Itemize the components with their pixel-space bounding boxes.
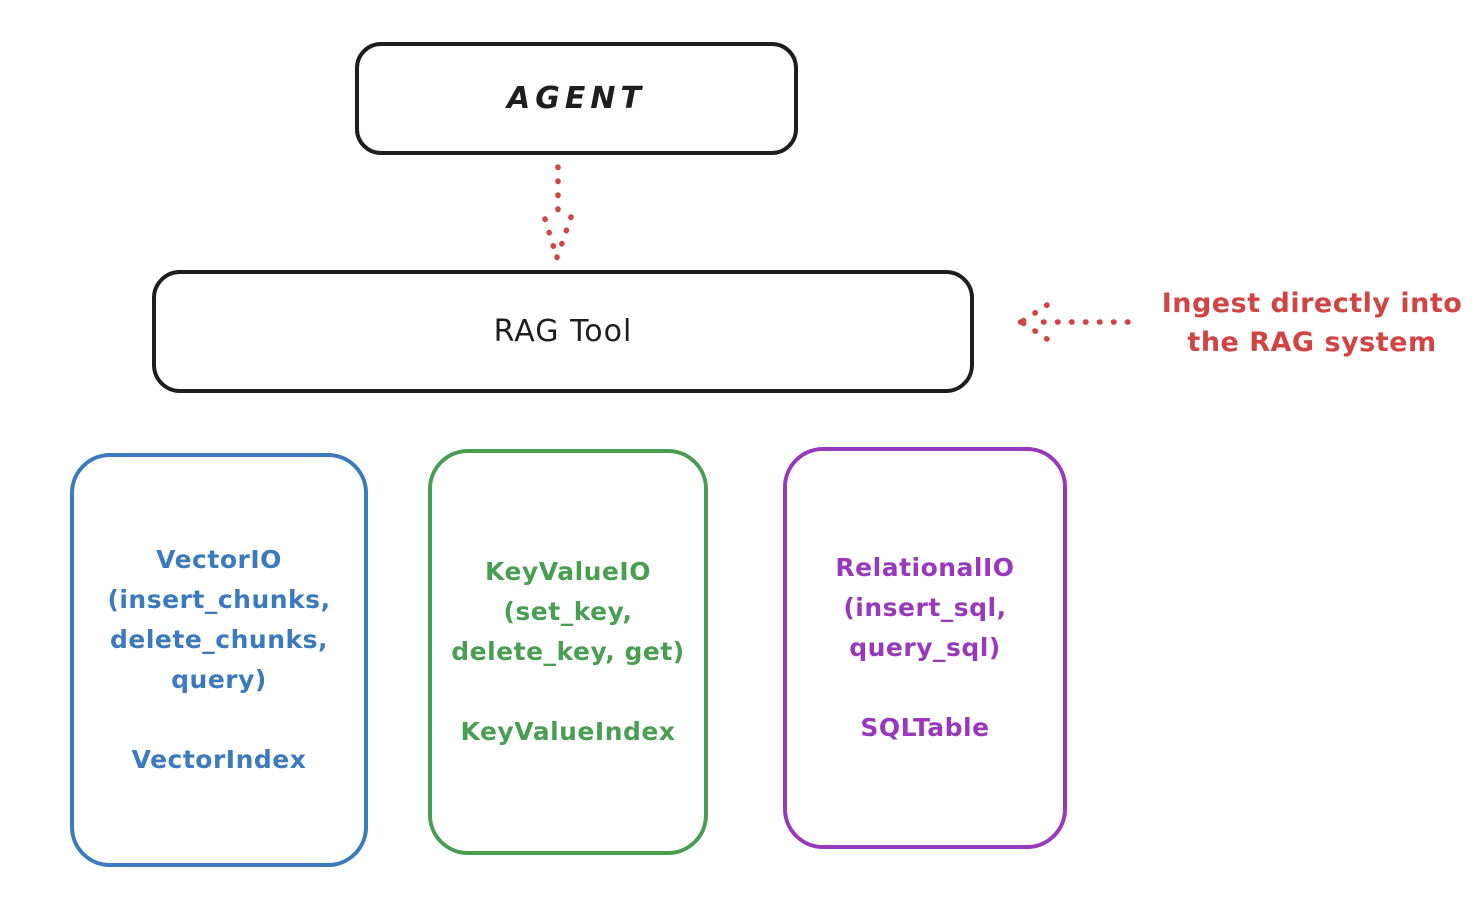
rag-tool-label: RAG Tool [493,314,633,349]
agent-label: AGENT [507,81,646,116]
keyvalue-io-lines: KeyValueIO (set_key, delete_key, get) [451,552,684,672]
vector-io-box: VectorIO (insert_chunks, delete_chunks, … [70,453,368,867]
keyvalue-io-title: KeyValueIO [485,557,651,586]
vector-io-method-line-2: delete_chunks, [110,625,328,654]
keyvalue-io-method-line-1: (set_key, [503,597,633,626]
agent-box: AGENT [355,42,798,155]
ingest-annotation: Ingest directly into the RAG system [1140,284,1484,362]
vector-io-lines: VectorIO (insert_chunks, delete_chunks, … [107,540,330,700]
sql-table-label: SQLTable [860,713,990,742]
relational-io-title: RelationalIO [835,553,1015,582]
ingest-annotation-line-1: Ingest directly into [1161,288,1463,319]
relational-io-method-line-2: query_sql) [849,633,1001,662]
vector-index-label: VectorIndex [131,745,307,774]
arrow-left-icon [1017,302,1131,342]
relational-io-box: RelationalIO (insert_sql, query_sql) SQL… [783,447,1067,849]
ingest-annotation-line-2: the RAG system [1187,327,1437,358]
keyvalue-io-box: KeyValueIO (set_key, delete_key, get) Ke… [428,449,708,855]
relational-io-method-line-1: (insert_sql, [843,593,1007,622]
vector-io-method-line-3: query) [171,665,267,694]
relational-io-lines: RelationalIO (insert_sql, query_sql) [835,548,1014,668]
vector-io-title: VectorIO [156,545,282,574]
arrow-down-icon [542,164,574,261]
keyvalue-index-label: KeyValueIndex [460,717,676,746]
keyvalue-io-method-line-2: delete_key, get) [451,637,685,666]
vector-io-method-line-1: (insert_chunks, [107,585,331,614]
rag-tool-box: RAG Tool [152,270,974,393]
